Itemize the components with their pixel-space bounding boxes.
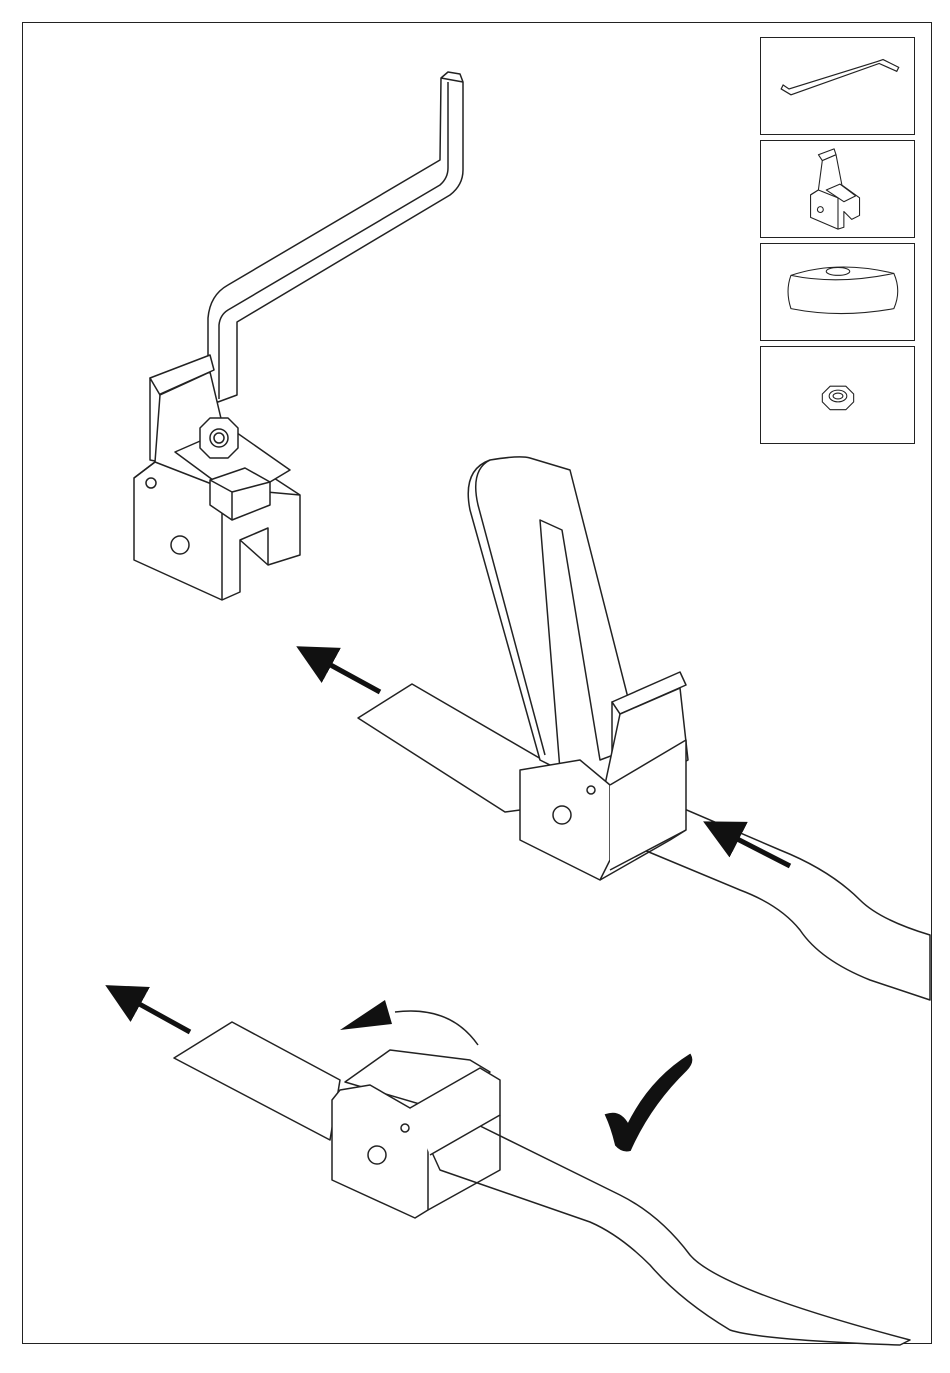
strap-tail-closed <box>174 1022 340 1140</box>
pull-arrow-left <box>305 651 380 692</box>
rotate-arrow <box>395 1011 478 1045</box>
hex-key-icon <box>761 38 914 134</box>
part-ratchet-buckle <box>760 140 915 238</box>
part-hex-nut <box>760 346 915 444</box>
buckle-icon <box>761 141 914 237</box>
parts-panel <box>760 37 915 447</box>
rotate-arrowhead <box>340 1000 392 1030</box>
part-roller <box>760 243 915 341</box>
step-thread-strap <box>358 457 930 1000</box>
roller-icon <box>761 244 914 340</box>
hex-nut-icon <box>200 418 238 458</box>
hex-key-icon <box>208 72 463 402</box>
hex-nut-icon <box>761 347 914 443</box>
step-assemble-buckle <box>134 72 463 600</box>
checkmark-icon <box>606 1055 691 1150</box>
strap-main-closed <box>430 1120 910 1345</box>
pull-arrow-left-2 <box>114 990 190 1032</box>
part-hex-key <box>760 37 915 135</box>
step-close-buckle <box>174 1022 910 1345</box>
